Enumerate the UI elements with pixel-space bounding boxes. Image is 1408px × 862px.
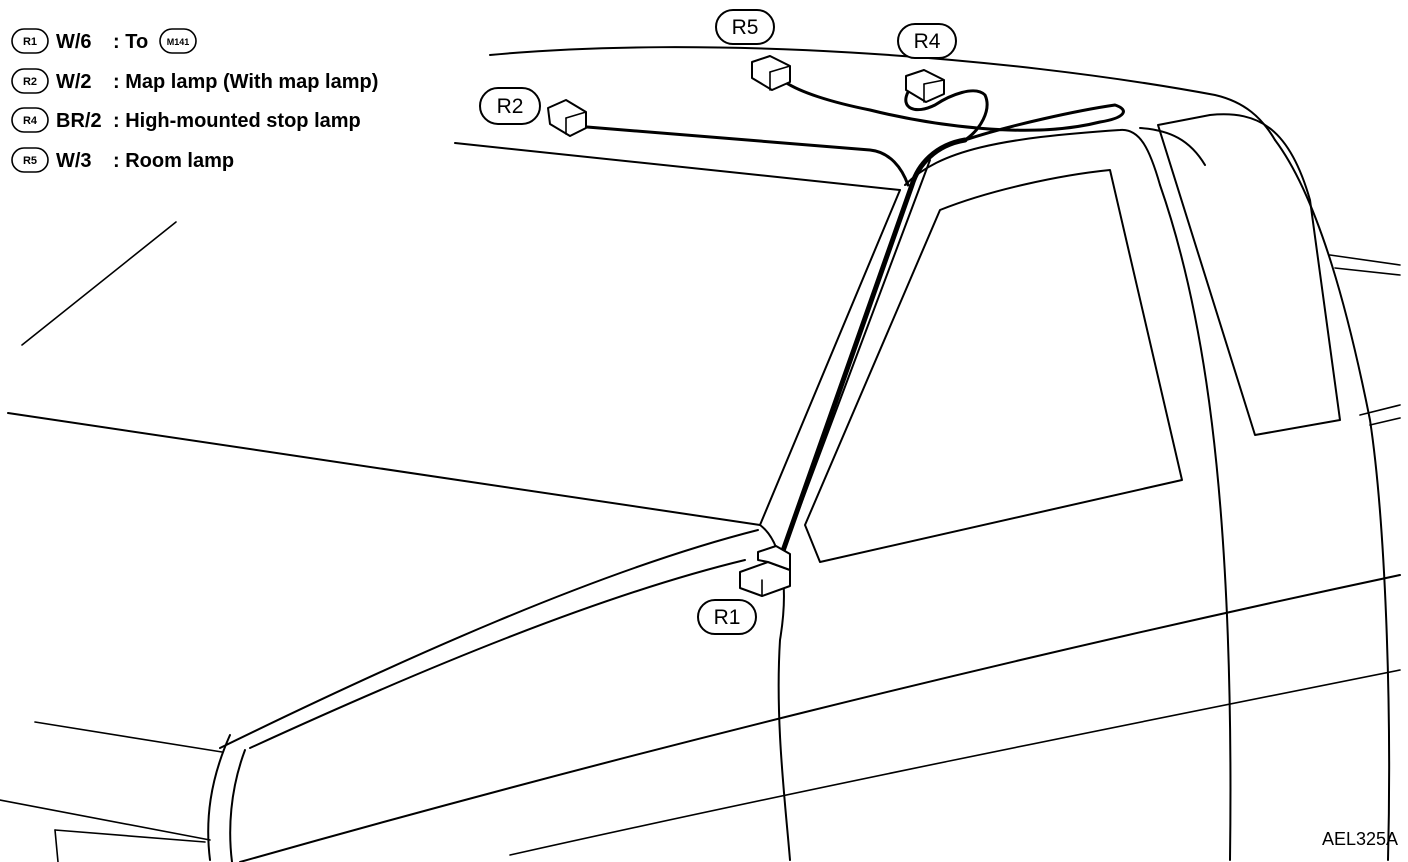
legend-wire-r4: BR/2 (56, 110, 102, 132)
legend-row-r1: R1 W/6 : To M141 (11, 28, 197, 54)
connector-r1 (739, 545, 791, 597)
legend-desc-r4: : High-mounted stop lamp (113, 110, 361, 132)
legend-row-r5: R5 W/3 : Room lamp (11, 147, 234, 173)
connector-r5 (751, 55, 791, 91)
callout-r1: R1 (697, 599, 757, 635)
legend-desc-r2: : Map lamp (With map lamp) (113, 71, 378, 93)
legend-desc-r1: : To (113, 31, 148, 53)
legend-desc-r5: : Room lamp (113, 150, 234, 172)
legend-badge-r4: R4 (23, 115, 38, 127)
legend-badge-r5: R5 (23, 155, 37, 167)
legend-row-r2: R2 W/2 : Map lamp (With map lamp) (11, 68, 378, 94)
legend-wire-r2: W/2 (56, 71, 92, 93)
legend-badge-r2: R2 (23, 76, 37, 88)
wire-harness (585, 80, 1125, 568)
legend-ref-badge-m141: M141 (167, 37, 190, 47)
connector-r4 (905, 69, 945, 103)
callout-r5-text: R5 (732, 16, 759, 39)
callout-r2: R2 (479, 87, 541, 125)
legend-badge-r1: R1 (23, 36, 37, 48)
vehicle-outline (0, 46, 1401, 862)
callout-r2-text: R2 (497, 95, 524, 118)
callout-r4-text: R4 (914, 30, 941, 53)
legend-wire-r5: W/3 (56, 150, 92, 172)
figure-code: AEL325A (1322, 829, 1398, 849)
callout-r1-text: R1 (714, 606, 741, 629)
legend-wire-r1: W/6 (56, 31, 92, 53)
callout-r4: R4 (897, 23, 957, 59)
callout-r5: R5 (715, 9, 775, 45)
legend: R1 W/6 : To M141 R2 W/2 : Map lamp (With… (11, 28, 378, 173)
connector-r2 (547, 99, 587, 137)
legend-row-r4: R4 BR/2 : High-mounted stop lamp (11, 107, 361, 133)
